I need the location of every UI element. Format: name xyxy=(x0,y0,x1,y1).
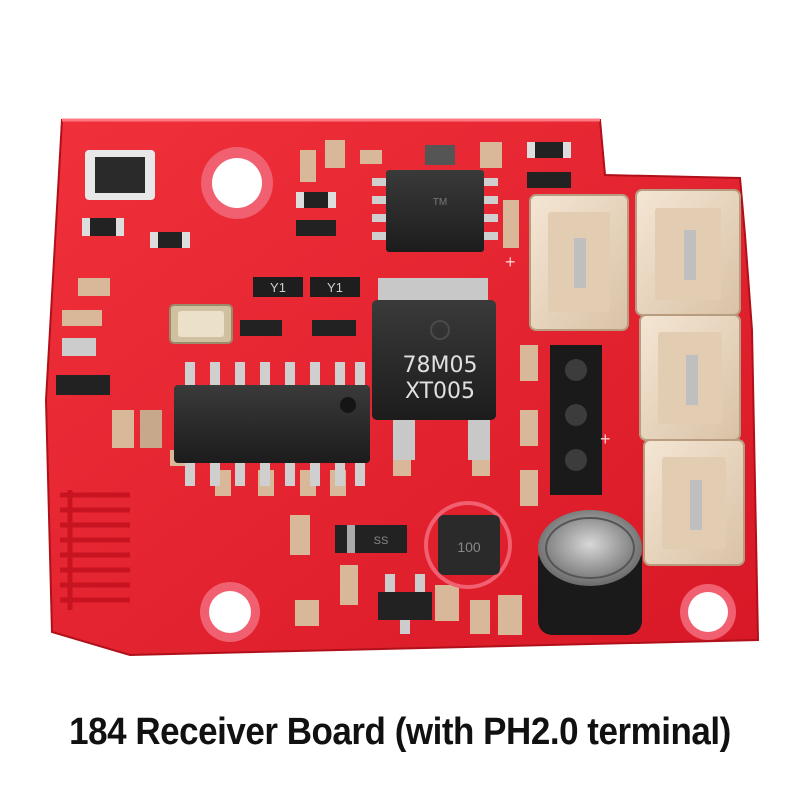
svg-text:78M05: 78M05 xyxy=(403,353,478,378)
mounting-hole-top xyxy=(201,147,273,219)
ph2-connector-1 xyxy=(529,194,629,331)
svg-text:+: + xyxy=(505,252,516,272)
crystal-y1-a: Y1 xyxy=(253,277,303,297)
svg-text:XT005: XT005 xyxy=(405,379,475,404)
smd-components xyxy=(56,140,571,635)
ph2-connector-3 xyxy=(639,314,741,441)
pin-header-3pin xyxy=(550,345,602,495)
svg-text:+: + xyxy=(600,429,611,449)
crystal-y1-b: Y1 xyxy=(310,277,360,297)
ph2-connector-2 xyxy=(635,189,741,316)
receiver-board-photo: Y1 Y1 TM 78M05 XT005 xyxy=(44,118,760,657)
ph2-connector-4 xyxy=(643,439,745,566)
svg-text:Y1: Y1 xyxy=(327,280,343,295)
mounting-hole-bottom-right xyxy=(680,584,736,640)
crystal-oscillator xyxy=(169,304,233,344)
svg-text:Y1: Y1 xyxy=(270,280,286,295)
svg-text:100: 100 xyxy=(457,539,481,555)
ic-sop16-main xyxy=(174,362,370,486)
svg-text:TM: TM xyxy=(433,197,447,208)
voltage-regulator-78m05: 78M05 XT005 xyxy=(372,278,496,460)
product-caption: 184 Receiver Board (with PH2.0 terminal) xyxy=(69,710,731,753)
svg-text:SS: SS xyxy=(374,535,389,547)
sot-transistor xyxy=(378,574,432,634)
electrolytic-capacitor xyxy=(538,510,642,635)
silkscreen-marks: + + xyxy=(505,252,611,449)
antenna-trace xyxy=(60,490,130,610)
smd-diode: SS xyxy=(335,525,407,553)
power-inductor: 100 xyxy=(424,501,512,589)
ic-sop8-top: TM xyxy=(372,170,498,252)
mounting-hole-bottom-left xyxy=(200,582,260,642)
